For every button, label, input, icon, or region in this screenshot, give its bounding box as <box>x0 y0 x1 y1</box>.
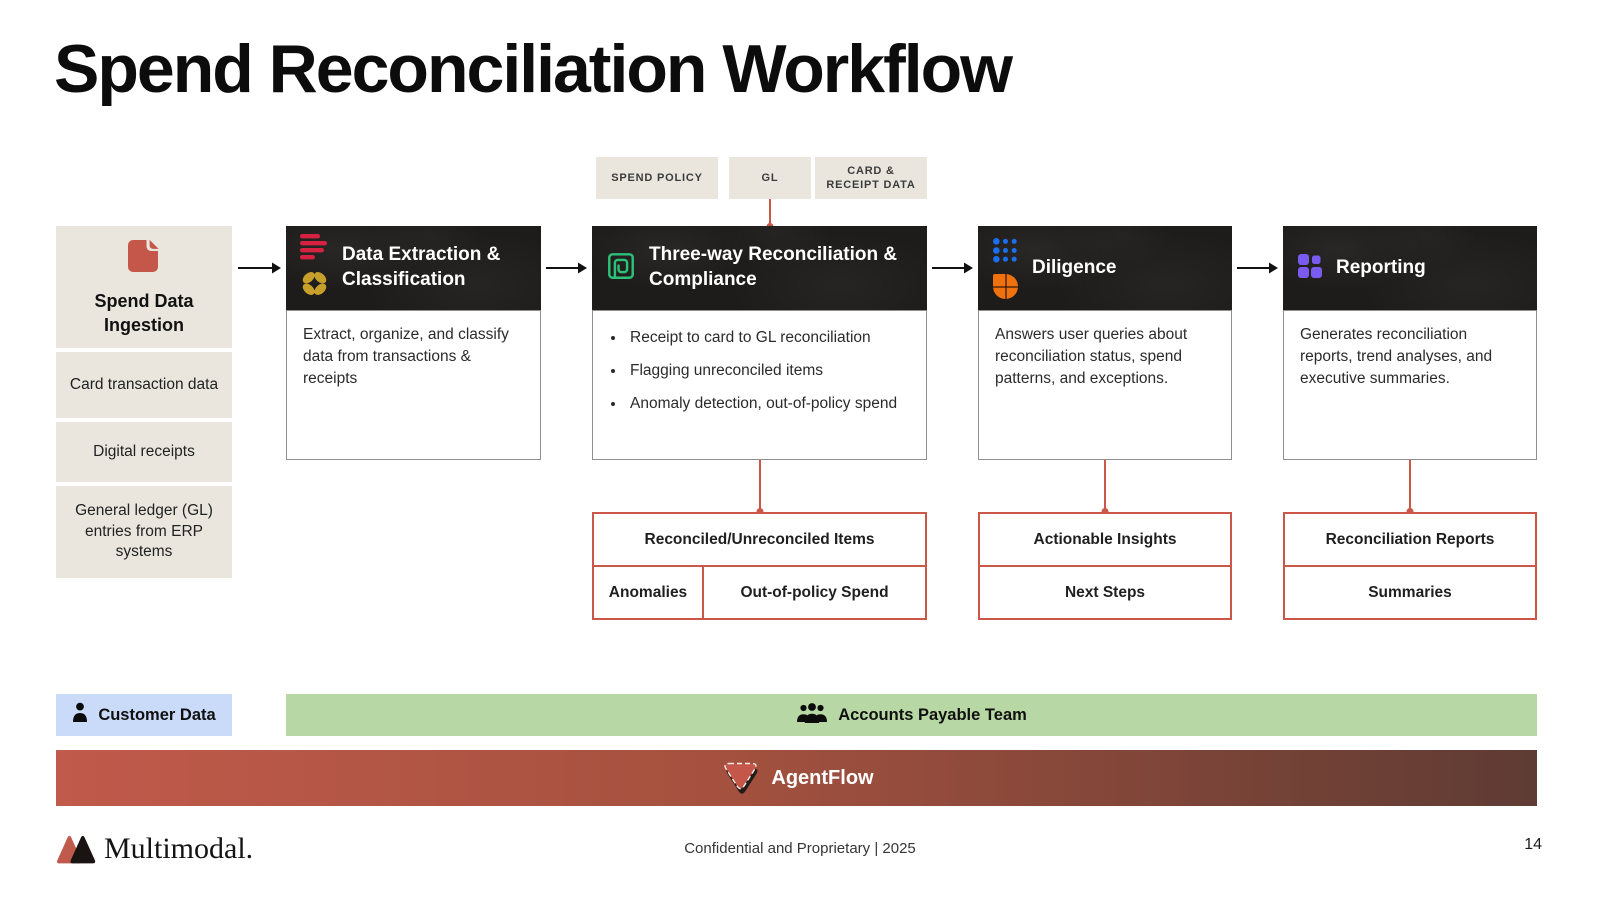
page-number: 14 <box>1524 836 1542 853</box>
output-label: Reconciliation Reports <box>1325 530 1495 548</box>
stage-body-reporting: Generates reconciliation reports, trend … <box>1283 310 1537 460</box>
outputs-three-way: Reconciled/Unreconciled Items Anomalies … <box>592 512 927 620</box>
list-bars-icon <box>300 234 329 265</box>
person-icon <box>72 702 88 728</box>
stage-header-data-extraction: Data Extraction & Classification <box>286 226 541 310</box>
stage-header-reporting: Reporting <box>1283 226 1537 310</box>
clover-icon <box>300 270 329 302</box>
spiral-maze-icon <box>606 251 636 286</box>
tag-gl: GL <box>729 157 811 199</box>
arrow-right-icon <box>238 261 282 280</box>
stage-bullet: Flagging unreconciled items <box>626 360 910 382</box>
ingestion-item: Card transaction data <box>56 352 232 418</box>
stage-bullet: Anomaly detection, out-of-policy spend <box>626 393 910 415</box>
squares-grid-icon <box>1297 253 1323 284</box>
spend-data-ingestion-box: Spend Data Ingestion <box>56 226 232 348</box>
team-icon <box>796 702 828 729</box>
stage-body-three-way: Receipt to card to GL reconciliation Fla… <box>592 310 927 460</box>
arrow-right-icon <box>932 261 974 280</box>
output-label: Out-of-policy Spend <box>702 567 925 618</box>
stage-bullet: Receipt to card to GL reconciliation <box>626 327 910 349</box>
stage-header-three-way: Three-way Reconciliation & Compliance <box>592 226 927 310</box>
stage-title: Three-way Reconciliation & Compliance <box>649 244 898 290</box>
lane-accounts-payable-team: Accounts Payable Team <box>286 694 1537 736</box>
brand-wordmark: Multimodal. <box>104 832 254 865</box>
stage-body-diligence: Answers user queries about reconciliatio… <box>978 310 1232 460</box>
agentflow-logo-icon <box>719 754 761 802</box>
stage-title: Reporting <box>1336 256 1426 278</box>
ingestion-item: Digital receipts <box>56 422 232 482</box>
output-connector-line <box>759 460 761 512</box>
tag-spend-policy: SPEND POLICY <box>596 157 718 199</box>
stage-title: Diligence <box>1032 256 1117 278</box>
output-label: Summaries <box>1285 565 1535 618</box>
arrow-right-icon <box>1237 261 1279 280</box>
page-title: Spend Reconciliation Workflow <box>54 31 1013 107</box>
output-connector-line <box>1409 460 1411 512</box>
stage-description: Answers user queries about reconciliatio… <box>995 326 1188 387</box>
tag-card-receipt-data: CARD & RECEIPT DATA <box>815 157 927 199</box>
output-label: Reconciled/Unreconciled Items <box>644 530 875 548</box>
document-icon <box>125 237 163 280</box>
lane-label: Accounts Payable Team <box>838 705 1027 724</box>
stage-title: Data Extraction & Classification <box>342 244 501 290</box>
stage-header-diligence: Diligence <box>978 226 1232 310</box>
outputs-diligence: Actionable Insights Next Steps <box>978 512 1232 620</box>
output-label: Actionable Insights <box>1033 530 1177 548</box>
output-connector-line <box>1104 460 1106 512</box>
lane-label: AgentFlow <box>771 766 874 789</box>
stage-bullet-list: Receipt to card to GL reconciliation Fla… <box>609 327 910 415</box>
ingestion-title: Spend Data Ingestion <box>94 291 194 335</box>
stage-description: Extract, organize, and classify data fro… <box>303 326 509 387</box>
output-label: Anomalies <box>608 583 688 601</box>
multimodal-logo-icon <box>56 834 100 871</box>
arrow-right-icon <box>546 261 588 280</box>
gl-connector-line <box>769 199 771 227</box>
lane-agentflow: AgentFlow <box>56 750 1537 806</box>
footer-confidentiality: Confidential and Proprietary | 2025 <box>684 840 916 857</box>
pie-quadrant-icon <box>993 274 1018 299</box>
outputs-reporting: Reconciliation Reports Summaries <box>1283 512 1537 620</box>
dot-grid-icon <box>992 237 1019 269</box>
stage-body-data-extraction: Extract, organize, and classify data fro… <box>286 310 541 460</box>
ingestion-item: General ledger (GL) entries from ERP sys… <box>56 486 232 578</box>
lane-customer-data: Customer Data <box>56 694 232 736</box>
stage-description: Generates reconciliation reports, trend … <box>1300 326 1493 387</box>
output-label: Next Steps <box>980 565 1230 618</box>
lane-label: Customer Data <box>98 705 216 724</box>
